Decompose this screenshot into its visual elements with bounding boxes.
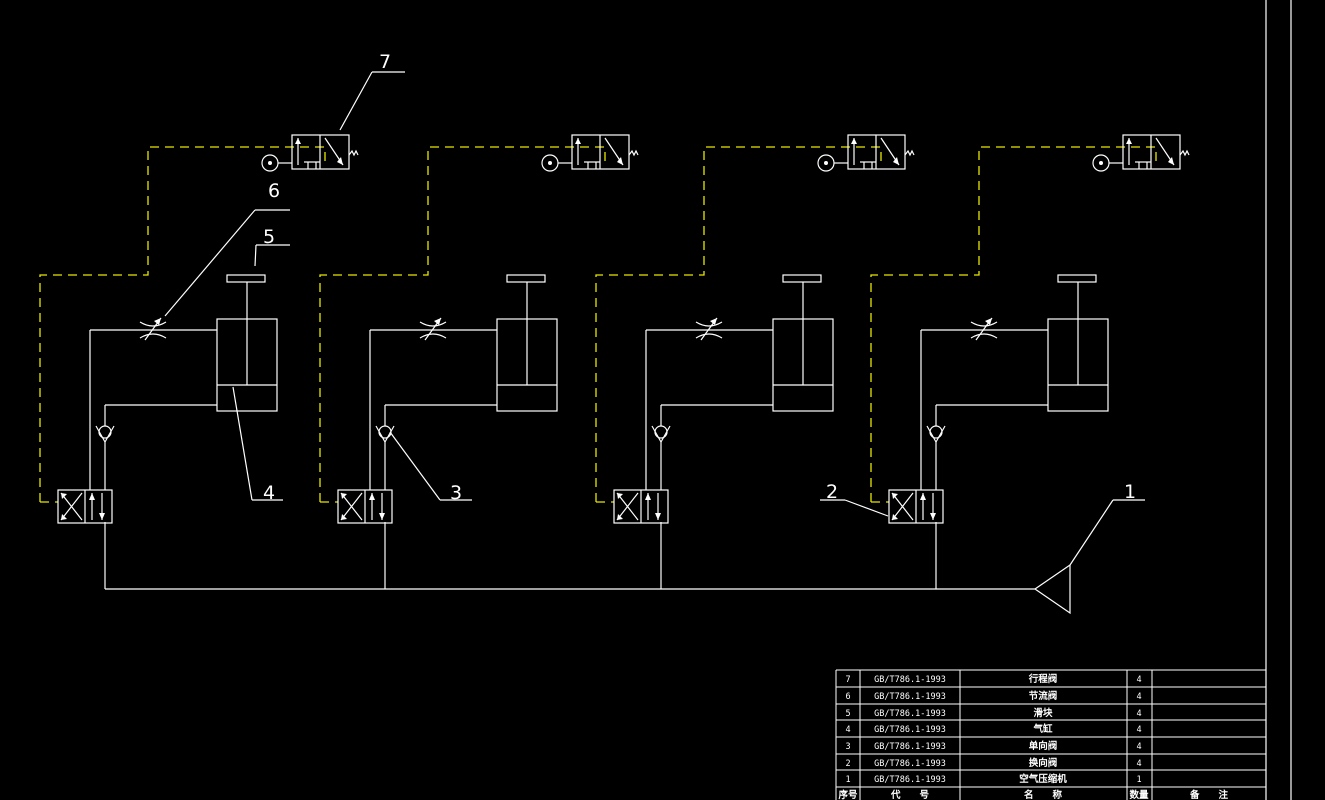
table-row: 3 GB/T786.1-1993 单向阀 4: [845, 740, 1141, 752]
table-header-name: 名 称: [1024, 789, 1063, 800]
callout-label-7: 7: [379, 51, 391, 73]
table-cell-qty: 4: [1136, 692, 1141, 702]
table-cell-no: 2: [845, 759, 850, 769]
table-row: 1 GB/T786.1-1993 空气压缩机 1: [845, 773, 1141, 785]
table-cell-name: 节流阀: [1029, 690, 1058, 702]
table-cell-qty: 4: [1136, 725, 1141, 735]
circuit-unit-1: [39, 134, 359, 524]
table-cell-code: GB/T786.1-1993: [874, 759, 946, 769]
table-cell-qty: 4: [1136, 742, 1141, 752]
table-cell-qty: 4: [1136, 709, 1141, 719]
table-cell-no: 1: [845, 775, 850, 785]
table-cell-no: 6: [845, 692, 850, 702]
table-cell-no: 5: [845, 709, 850, 719]
circuit-unit-4: [870, 134, 1190, 524]
table-cell-qty: 4: [1136, 675, 1141, 685]
table-cell-name: 气缸: [1032, 723, 1053, 735]
table-row: 6 GB/T786.1-1993 节流阀 4: [845, 690, 1141, 702]
table-row: 2 GB/T786.1-1993 换向阀 4: [845, 757, 1141, 769]
table-header-note: 备 注: [1189, 789, 1229, 800]
callout-label-2: 2: [826, 481, 838, 503]
circuit-unit-2: [319, 134, 639, 524]
table-cell-code: GB/T786.1-1993: [874, 725, 946, 735]
table-cell-no: 4: [845, 725, 850, 735]
air-compressor-symbol: [1033, 563, 1071, 615]
table-cell-name: 换向阀: [1029, 757, 1058, 769]
table-cell-qty: 4: [1136, 759, 1141, 769]
table-header-no: 序号: [838, 789, 858, 800]
table-cell-code: GB/T786.1-1993: [874, 742, 946, 752]
table-cell-name: 空气压缩机: [1019, 773, 1067, 785]
table-cell-code: GB/T786.1-1993: [874, 709, 946, 719]
table-header-code: 代 号: [890, 789, 930, 800]
table-cell-code: GB/T786.1-1993: [874, 775, 946, 785]
callout-label-4: 4: [263, 482, 275, 504]
table-header-row: 序号 代 号 名 称 数量 备 注: [838, 789, 1228, 800]
table-cell-no: 7: [845, 675, 850, 685]
table-row: 4 GB/T786.1-1993 气缸 4: [845, 723, 1141, 735]
callout-leaders: [164, 71, 1145, 566]
callout-label-3: 3: [450, 482, 462, 504]
table-cell-code: GB/T786.1-1993: [874, 675, 946, 685]
parts-table: 7 GB/T786.1-1993 行程阀 4 6 GB/T786.1-1993 …: [835, 669, 1266, 800]
table-cell-name: 行程阀: [1028, 673, 1058, 685]
table-header-qty: 数量: [1128, 789, 1149, 800]
callout-label-1: 1: [1124, 481, 1136, 503]
table-row: 7 GB/T786.1-1993 行程阀 4: [845, 673, 1141, 685]
main-supply-line: [104, 522, 1035, 590]
table-cell-name: 单向阀: [1029, 740, 1058, 752]
callout-label-6: 6: [268, 180, 280, 202]
table-cell-name: 滑块: [1033, 707, 1053, 719]
table-cell-code: GB/T786.1-1993: [874, 692, 946, 702]
table-cell-no: 3: [845, 742, 850, 752]
circuit-unit-3: [595, 134, 915, 524]
table-row: 5 GB/T786.1-1993 滑块 4: [845, 707, 1141, 719]
callout-label-5: 5: [263, 226, 275, 248]
table-cell-qty: 1: [1136, 775, 1141, 785]
